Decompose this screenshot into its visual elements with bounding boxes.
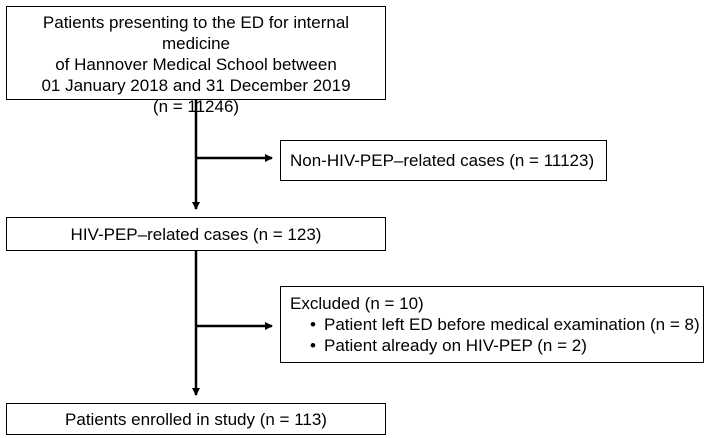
non-pep-cases-label: Non-HIV-PEP–related cases (n = 11123) xyxy=(290,151,595,170)
pep-cases-box: HIV-PEP–related cases (n = 123) xyxy=(6,217,386,251)
excluded-reasons-list: • Patient left ED before medical examina… xyxy=(290,314,703,356)
pep-cases-label: HIV-PEP–related cases (n = 123) xyxy=(70,225,322,244)
enrolled-patients-box: Patients enrolled in study (n = 113) xyxy=(6,403,386,435)
bullet-icon: • xyxy=(310,336,316,355)
excluded-reason-text: Patient already on HIV-PEP (n = 2) xyxy=(324,336,587,355)
bullet-icon: • xyxy=(310,315,316,334)
excluded-title: Excluded (n = 10) xyxy=(290,294,424,313)
total-box-line-2: of Hannover Medical School between xyxy=(55,55,337,74)
excluded-reason-item: • Patient already on HIV-PEP (n = 2) xyxy=(310,335,703,356)
total-box-count: (n = 11246) xyxy=(152,97,240,116)
excluded-box: Excluded (n = 10) • Patient left ED befo… xyxy=(280,286,704,363)
excluded-reason-item: • Patient left ED before medical examina… xyxy=(310,314,703,335)
total-patients-box: Patients presenting to the ED for intern… xyxy=(6,6,386,116)
total-box-line-3: 01 January 2018 and 31 December 2019 xyxy=(41,76,351,95)
total-box-line-1: Patients presenting to the ED for intern… xyxy=(42,13,350,53)
enrolled-patients-label: Patients enrolled in study (n = 113) xyxy=(65,410,327,429)
excluded-reason-text: Patient left ED before medical examinati… xyxy=(324,315,700,334)
non-pep-cases-box: Non-HIV-PEP–related cases (n = 11123) xyxy=(280,140,607,181)
